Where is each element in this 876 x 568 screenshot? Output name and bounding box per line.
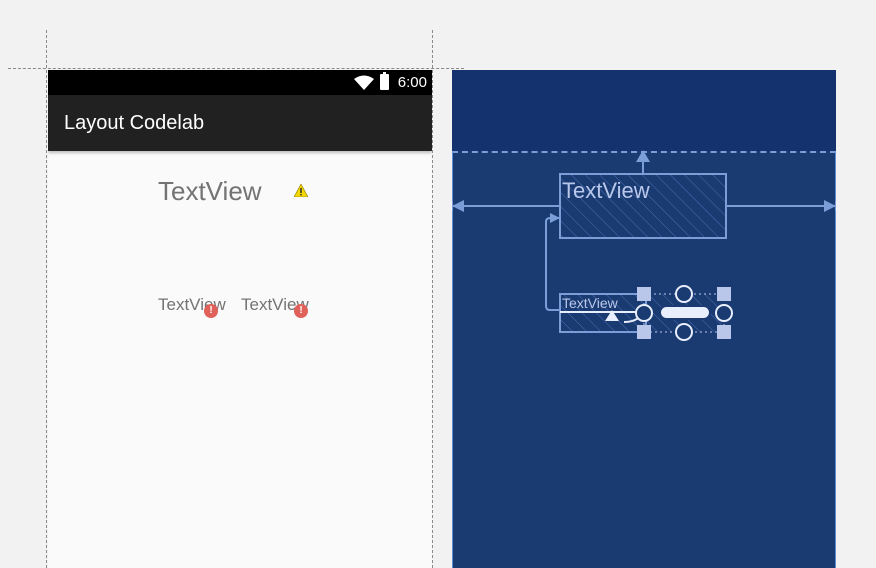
textview-large[interactable]: TextView [158,176,262,206]
baseline-arrow [605,310,619,321]
right-constraint-arrow [824,200,836,212]
top-guide-line [8,68,464,69]
blueprint-constraints-overlay [452,150,836,341]
constraint-anchor-top [675,285,693,303]
status-time: 6:00 [397,74,427,91]
app-title: Layout Codelab [64,112,205,134]
constraint-anchor-left [635,304,653,322]
status-bar: 6:00 [48,70,432,95]
resize-handle-top-right [717,287,731,301]
resize-handle-bottom-left [637,325,651,339]
blueprint-app-bar [452,70,836,151]
error-icon[interactable]: ! [204,304,218,318]
blueprint-textview-large-box [559,173,727,239]
error-icon[interactable]: ! [294,304,308,318]
warning-icon[interactable] [294,184,308,197]
top-constraint-arrow [636,150,650,162]
wifi-icon [354,75,374,90]
left-constraint-arrow [452,200,464,212]
right-guide-line [432,30,433,568]
constraint-anchor-bottom [675,323,693,341]
resize-handle-bottom-right [717,325,731,339]
textview-small-right[interactable]: TextView [241,295,309,314]
app-bar: Layout Codelab [48,95,432,151]
blueprint-view[interactable]: TextView TextView [452,70,836,568]
resize-handle-top-left [637,287,651,301]
constraint-anchor-right [715,304,733,322]
battery-icon [380,72,389,90]
baseline-handle [659,305,711,320]
design-view[interactable]: 6:00 Layout Codelab TextView TextView Te… [48,70,432,568]
left-guide-line [46,30,47,568]
